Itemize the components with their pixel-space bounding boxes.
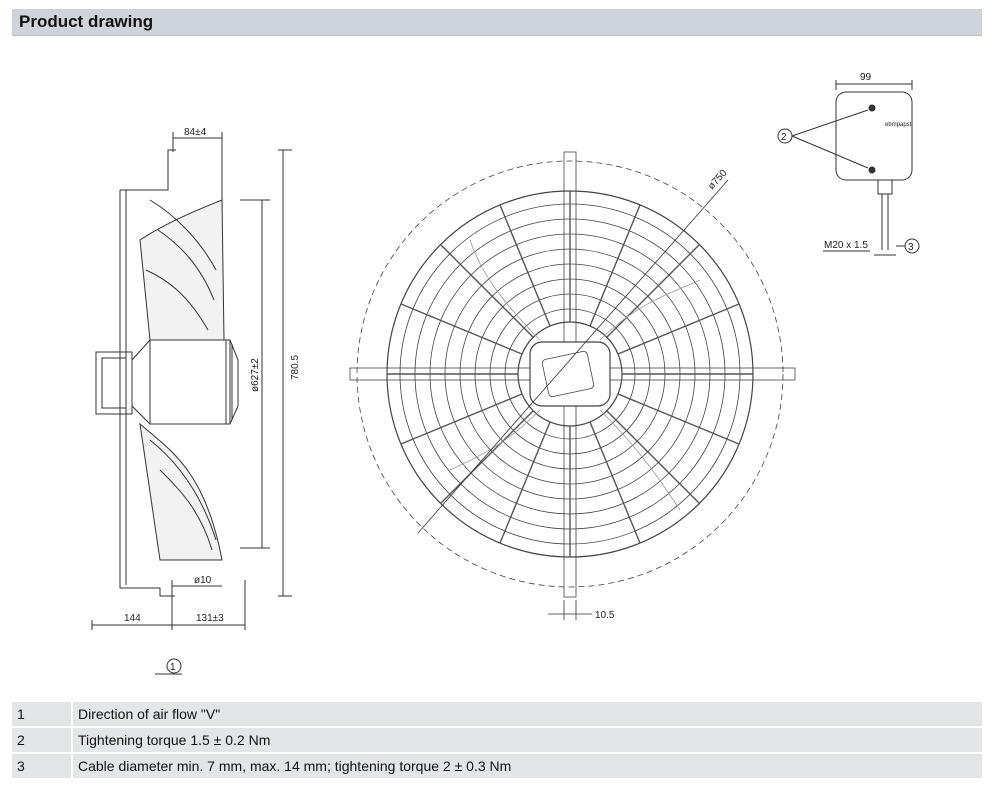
- callout-cable: 3: [908, 242, 914, 253]
- dim-height-outer: 780.5: [290, 355, 301, 380]
- front-view: [349, 151, 796, 620]
- legend-text: Cable diameter min. 7 mm, max. 14 mm; ti…: [78, 758, 512, 774]
- dim-right: 131±3: [196, 613, 224, 624]
- dim-front-foot: 10.5: [595, 610, 615, 621]
- terminal-box: [777, 80, 920, 256]
- section-title: Product drawing: [19, 12, 154, 31]
- dim-front-diameter: ø750: [706, 167, 730, 192]
- legend-divider: [71, 702, 73, 726]
- dim-left: 144: [124, 613, 141, 624]
- section-header: Product drawing: [12, 9, 982, 36]
- legend-divider: [71, 754, 73, 778]
- legend-text: Tightening torque 1.5 ± 0.2 Nm: [78, 732, 271, 748]
- product-drawing: 84±4 780.5 ø627±2 ø10 144 131±3 1: [0, 40, 1000, 695]
- airflow-marker-label: 1: [170, 662, 176, 673]
- dim-top: 84±4: [184, 127, 207, 138]
- side-view: [91, 132, 292, 675]
- legend-number: 2: [17, 732, 25, 748]
- legend-divider: [71, 728, 73, 752]
- legend-number: 3: [17, 758, 25, 774]
- thread-label: M20 x 1.5: [824, 240, 868, 251]
- ebmpapst-logo: ebmpapst: [885, 122, 912, 128]
- legend-row: 2 Tightening torque 1.5 ± 0.2 Nm: [12, 728, 982, 752]
- dim-diameter-inner: ø627±2: [250, 358, 261, 392]
- legend-row: 1 Direction of air flow "V": [12, 702, 982, 726]
- callout-screws: 2: [781, 132, 787, 143]
- legend-row: 3 Cable diameter min. 7 mm, max. 14 mm; …: [12, 754, 982, 778]
- legend-text: Direction of air flow "V": [78, 706, 221, 722]
- dim-bolt: ø10: [194, 575, 212, 586]
- legend-number: 1: [17, 706, 25, 722]
- legend-table: 1 Direction of air flow "V" 2 Tightening…: [12, 702, 982, 780]
- terminal-dim-width: 99: [860, 72, 872, 83]
